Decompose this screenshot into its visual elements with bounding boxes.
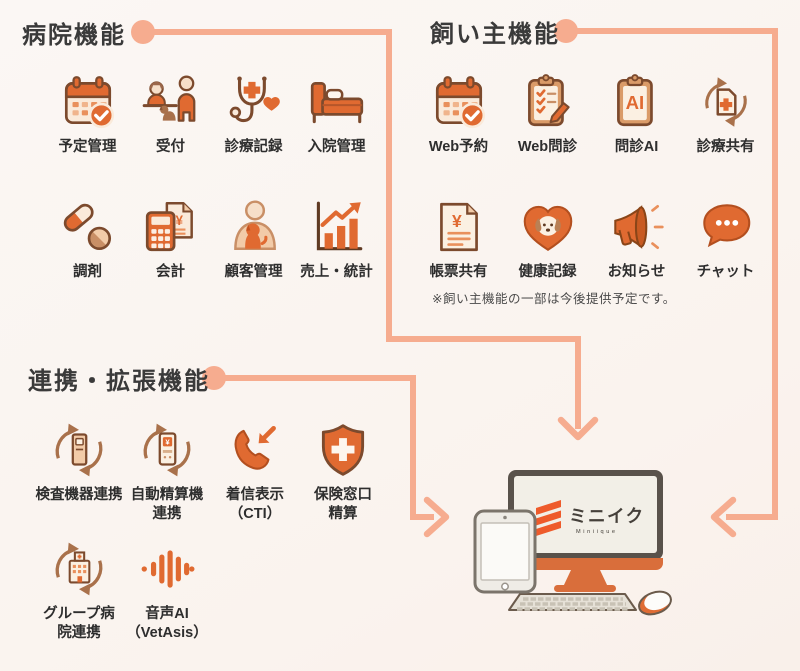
feature-item: 着信表示 （CTI） [211, 416, 299, 523]
extension-connector-line [214, 375, 434, 520]
svg-text:¥: ¥ [175, 212, 183, 227]
hospital-section-title: 病院機能 [22, 22, 126, 49]
keyboard [508, 593, 637, 611]
arrow-left-icon [710, 496, 737, 538]
owner-connector-line [566, 28, 778, 520]
feature-label: 着信表示 （CTI） [226, 487, 284, 522]
connector-dot [554, 19, 578, 43]
feature-item: 売上・統計 [295, 193, 378, 282]
feature-label: 問診AI [614, 139, 659, 155]
calculator-invoice-icon: ¥ [140, 193, 202, 261]
feature-label: 入院管理 [307, 139, 366, 155]
logo-subtext: Miniique [576, 529, 618, 535]
chat-bubble-icon [695, 193, 757, 261]
feature-item: グループ病 院連携 [35, 535, 123, 642]
feature-label: 顧客管理 [224, 263, 283, 280]
feature-label: グループ病 院連携 [43, 606, 115, 641]
feature-item: 音声AI （VetAsis） [123, 535, 211, 642]
clipboard-ai-icon: AI [606, 68, 668, 136]
tablet [473, 509, 537, 594]
customer-dog-icon [223, 193, 285, 261]
reception-icon [140, 68, 202, 136]
feature-label: 診療共有 [696, 139, 755, 155]
mouse [638, 590, 672, 616]
logo-text: ミニイク [569, 506, 645, 526]
feature-item: 入院管理 [295, 68, 378, 157]
arrow-down-icon [557, 416, 599, 441]
feature-label: お知らせ [607, 263, 666, 280]
pills-icon [57, 193, 119, 261]
logo-stripes-icon [536, 500, 561, 536]
arrow-right-icon [423, 496, 450, 538]
svg-text:AI: AI [625, 92, 644, 113]
invoice-yen-icon: ¥ [428, 193, 490, 261]
feature-item: Web問診 [503, 68, 592, 157]
feature-label: Web予約 [428, 139, 489, 155]
feature-label: 診療記録 [224, 139, 283, 155]
connector-dot [202, 366, 226, 390]
group-hospital-sync-icon [48, 535, 110, 603]
hospital-connector-line [143, 29, 581, 429]
feature-item: 受付 [129, 68, 212, 157]
calendar-check-icon [57, 68, 119, 136]
connector-dot [131, 20, 155, 44]
calendar-check-icon [428, 68, 490, 136]
voice-waveform-icon [136, 535, 198, 603]
feature-item: 保険窓口 精算 [299, 416, 387, 523]
feature-item: AI 問診AI [592, 68, 681, 157]
feature-label: 検査機器連携 [35, 487, 123, 503]
feature-item: 診療共有 [681, 68, 770, 157]
extension-section-title: 連携・拡張機能 [28, 368, 210, 395]
insurance-shield-icon [312, 416, 374, 484]
feature-label: 帳票共有 [429, 263, 488, 280]
payment-machine-sync-icon: ¥ [136, 416, 198, 484]
feature-label: 受付 [156, 139, 185, 155]
clipboard-checklist-icon [517, 68, 579, 136]
feature-item: チャット [681, 193, 770, 282]
hospital-bed-icon [306, 68, 368, 136]
feature-item: ¥ 帳票共有 [414, 193, 503, 282]
heart-dog-icon [517, 193, 579, 261]
incoming-call-icon [224, 416, 286, 484]
feature-label: 予定管理 [58, 139, 117, 155]
feature-label: Web問診 [517, 139, 578, 155]
feature-item: 予定管理 [46, 68, 129, 157]
miniique-logo: ミニイク Miniique [536, 500, 645, 536]
owner-feature-grid: Web予約 Web問診 [414, 68, 770, 281]
monitor [508, 470, 663, 592]
feature-label: 保険窓口 精算 [314, 487, 372, 522]
feature-label: 音声AI （VetAsis） [126, 606, 208, 641]
svg-text:¥: ¥ [165, 438, 170, 447]
feature-item: ¥ 自動精算機 連携 [123, 416, 211, 523]
owner-note: ※飼い主機能の一部は今後提供予定です。 [432, 292, 676, 306]
owner-section-title: 飼い主機能 [430, 21, 560, 48]
feature-label: 自動精算機 連携 [130, 487, 204, 522]
feature-label: 会計 [156, 263, 185, 280]
hospital-feature-grid: 予定管理 受付 [46, 68, 378, 281]
stethoscope-heart-icon [223, 68, 285, 136]
device-illustration: ミニイク Miniique [473, 470, 672, 616]
feature-item: 調剤 [46, 193, 129, 282]
feature-item: 顧客管理 [212, 193, 295, 282]
svg-text:¥: ¥ [452, 211, 462, 231]
feature-label: 売上・統計 [300, 263, 373, 280]
feature-item: ¥ 会計 [129, 193, 212, 282]
feature-item: 診療記録 [212, 68, 295, 157]
feature-item: 健康記録 [503, 193, 592, 282]
feature-label: 健康記録 [518, 263, 577, 280]
megaphone-icon [606, 193, 668, 261]
feature-item: お知らせ [592, 193, 681, 282]
feature-label: チャット [696, 263, 755, 280]
lab-device-sync-icon [48, 416, 110, 484]
feature-item: Web予約 [414, 68, 503, 157]
sales-chart-icon [306, 193, 368, 261]
extension-feature-grid: 検査機器連携 ¥ 自動精算機 連携 [35, 416, 387, 642]
document-sync-icon [695, 68, 757, 136]
feature-item: 検査機器連携 [35, 416, 123, 523]
feature-label: 調剤 [73, 263, 102, 280]
